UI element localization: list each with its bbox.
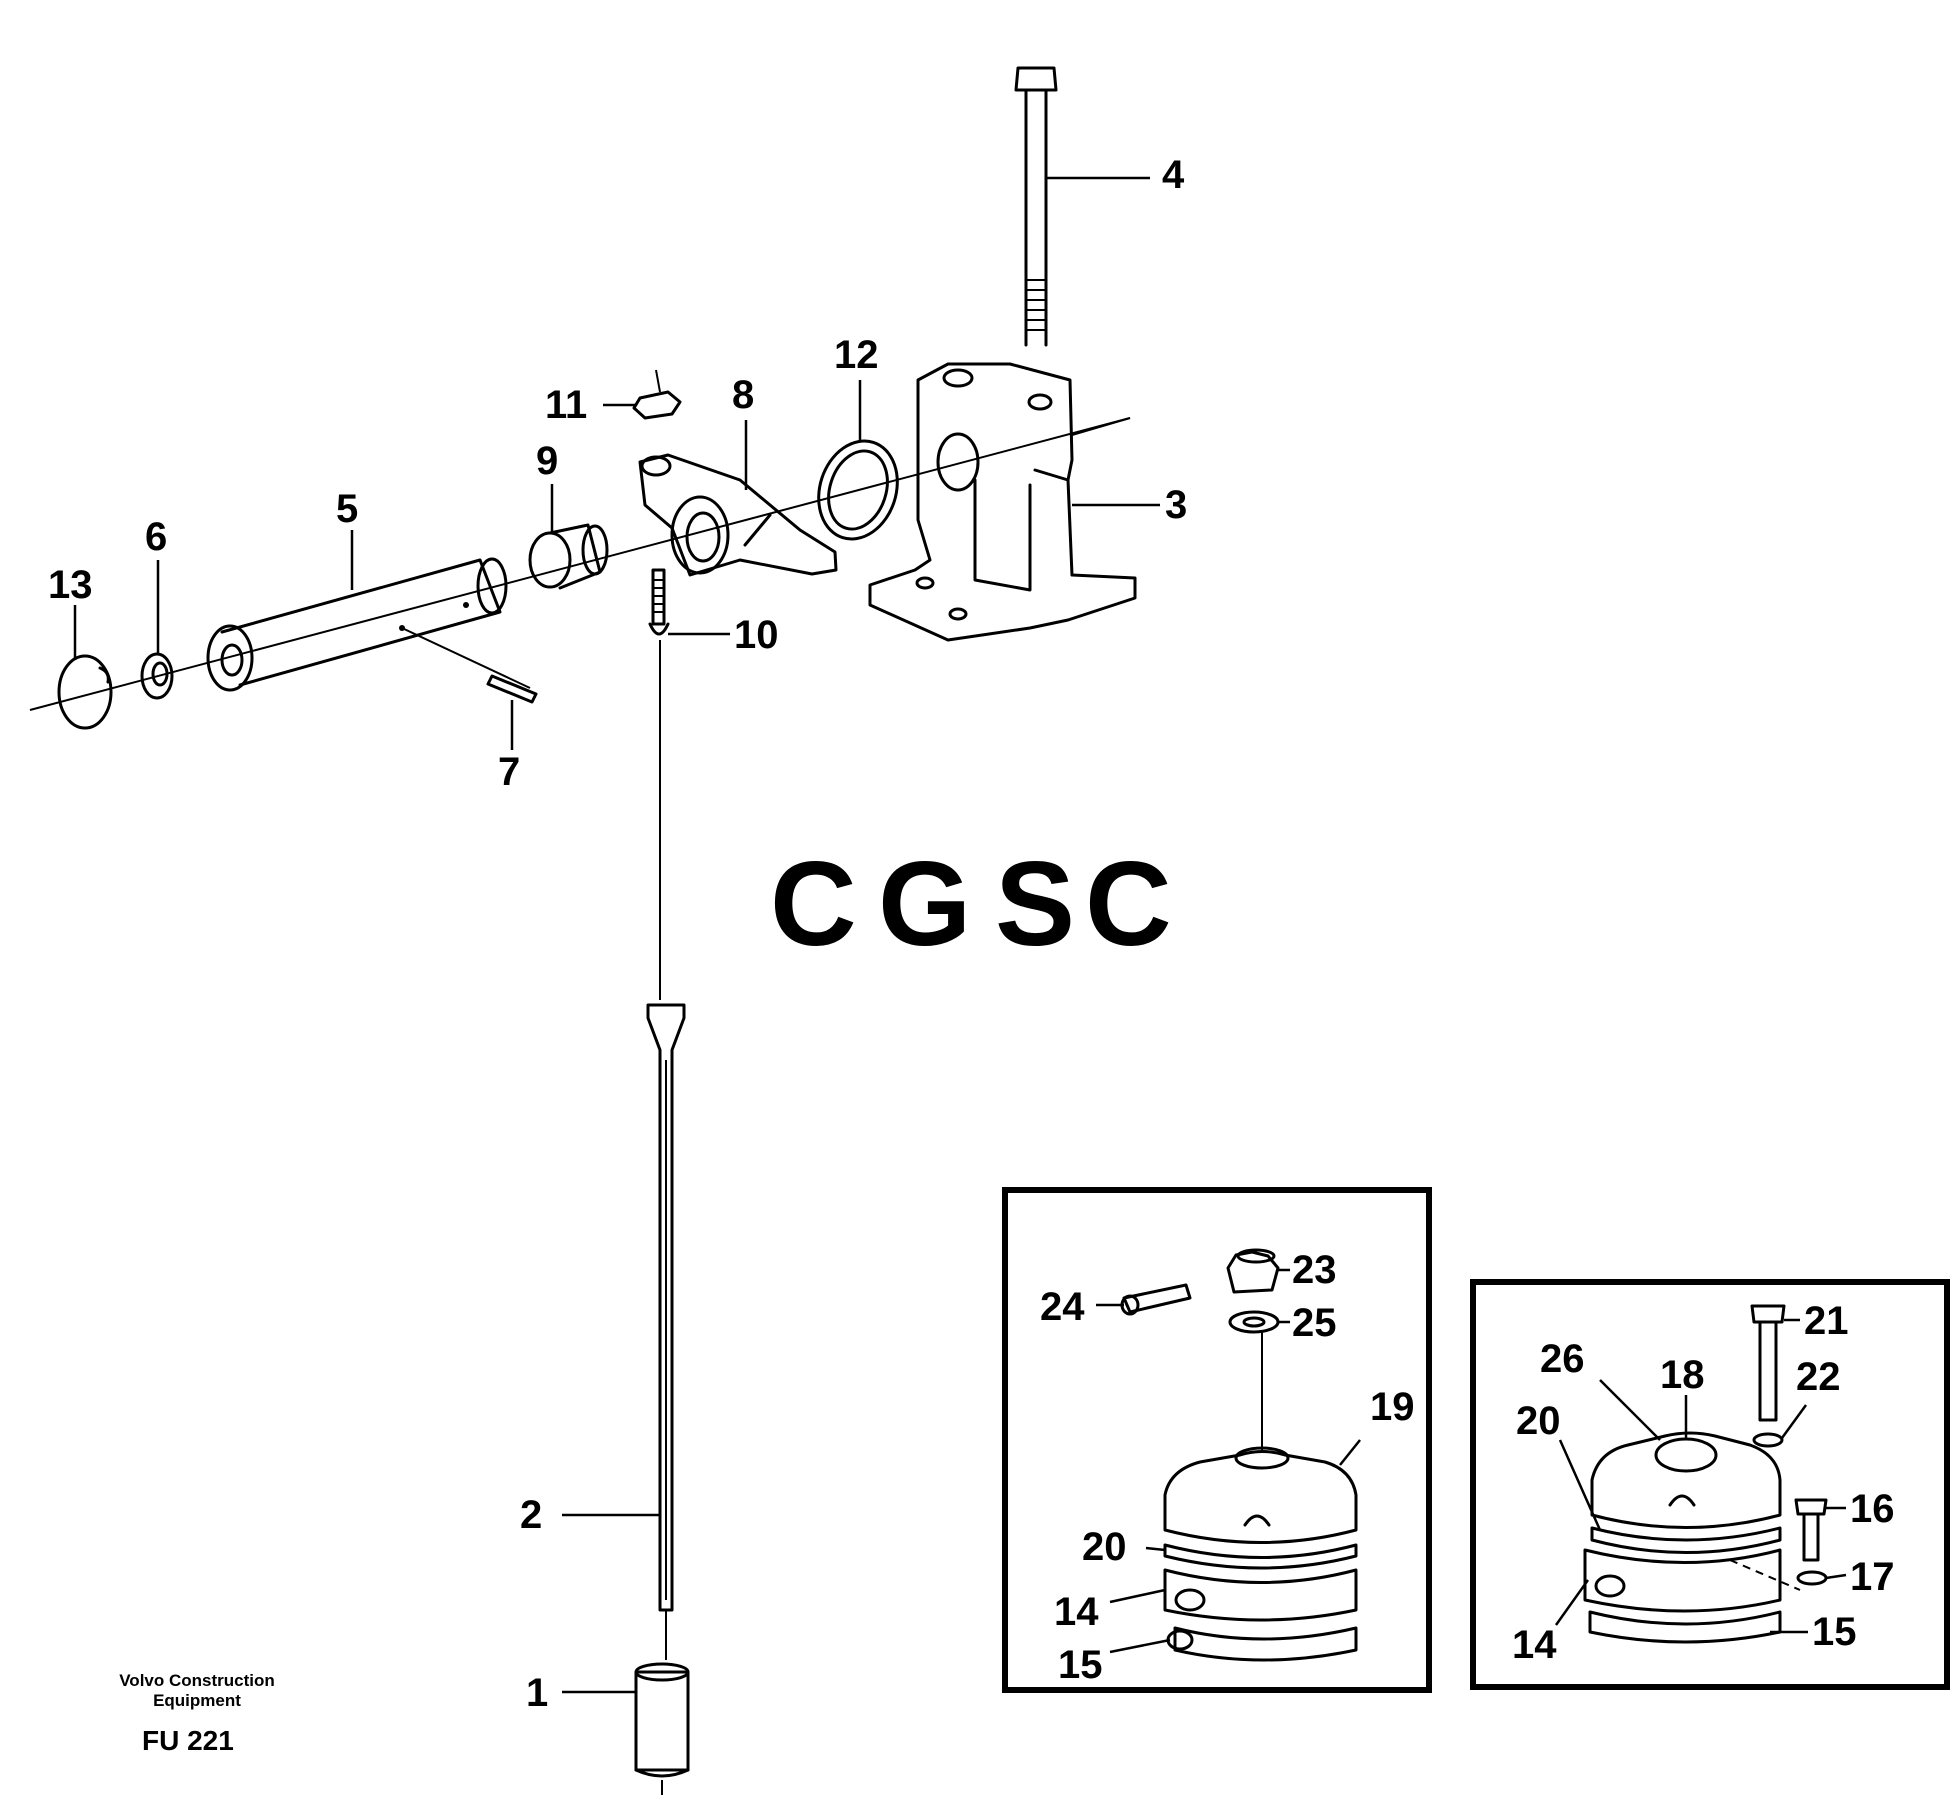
inset-a-callout-23: 23: [1292, 1248, 1337, 1292]
inset-a-callout-20: 20: [1082, 1525, 1127, 1569]
callout-5: 5: [336, 487, 358, 531]
callout-8: 8: [732, 373, 754, 417]
watermark-letter-c1: C: [770, 837, 857, 971]
footer: Volvo Construction Equipment FU 221: [119, 1671, 275, 1756]
part-5-shaft: [206, 557, 531, 692]
footer-drawing-code: FU 221: [142, 1725, 234, 1756]
callout-10: 10: [734, 613, 779, 657]
inset-b-callout-15: 15: [1812, 1610, 1857, 1654]
footer-company-line2: Equipment: [153, 1691, 241, 1710]
inset-a-callout-25: 25: [1292, 1301, 1337, 1345]
cgsc-watermark: C G S C: [770, 837, 1172, 971]
assembly-axis-line: [29, 417, 1131, 711]
inset-b-callout-16: 16: [1850, 1487, 1895, 1531]
callout-1: 1: [526, 1671, 548, 1715]
inset-a-callout-19: 19: [1370, 1385, 1415, 1429]
callout-6: 6: [145, 515, 167, 559]
part-12-gasket-ring: [817, 439, 899, 541]
main-leader-lines: [73, 176, 1160, 1694]
part-11-nut: [632, 369, 682, 420]
callout-9: 9: [536, 439, 558, 483]
inset-b-callout-14: 14: [1512, 1623, 1557, 1667]
inset-a-callout-15: 15: [1058, 1643, 1103, 1687]
part-8-rocker-arm: [638, 453, 838, 577]
inset-a: 23 24 25 19 20 14 15: [1002, 1187, 1432, 1693]
inset-a-callout-14: 14: [1054, 1590, 1099, 1634]
part-1-tappet: [634, 1662, 690, 1795]
inset-b-callout-17: 17: [1850, 1555, 1895, 1599]
inset-b-callout-26: 26: [1540, 1337, 1585, 1381]
inset-a-frame: [1002, 1187, 1432, 1693]
watermark-letter-g: G: [878, 837, 971, 971]
callout-13: 13: [48, 563, 93, 607]
callout-4: 4: [1162, 153, 1185, 197]
inset-a-callout-24: 24: [1040, 1285, 1085, 1329]
part-4-bolt: [1014, 66, 1058, 347]
inset-b-callout-18: 18: [1660, 1353, 1705, 1397]
callout-11: 11: [545, 383, 587, 427]
watermark-letter-s: S: [995, 837, 1075, 971]
inset-b-callout-22: 22: [1796, 1355, 1841, 1399]
inset-b-callout-21: 21: [1804, 1299, 1849, 1343]
part-3-rocker-bracket: [868, 362, 1137, 642]
callout-12: 12: [834, 333, 879, 377]
part-2-push-rod: [646, 640, 686, 1660]
inset-b: 21 26 18 22 20 16 17 14 15: [1470, 1279, 1950, 1690]
part-10-adjusting-screw: [648, 568, 670, 636]
inset-b-callout-20: 20: [1516, 1399, 1561, 1443]
part-7-pin: [486, 674, 538, 704]
callout-7: 7: [498, 750, 520, 794]
footer-company-line1: Volvo Construction: [119, 1671, 275, 1690]
watermark-letter-c2: C: [1085, 837, 1172, 971]
callout-3: 3: [1165, 483, 1187, 527]
callout-2: 2: [520, 1493, 542, 1537]
part-13-circlip: [57, 654, 113, 730]
main-callout-labels: 4 3 5 6 13 7 9 8 12 11 10 2 1: [48, 153, 1187, 1715]
part-9-bushing: [528, 523, 609, 590]
inset-b-frame: [1470, 1279, 1950, 1690]
